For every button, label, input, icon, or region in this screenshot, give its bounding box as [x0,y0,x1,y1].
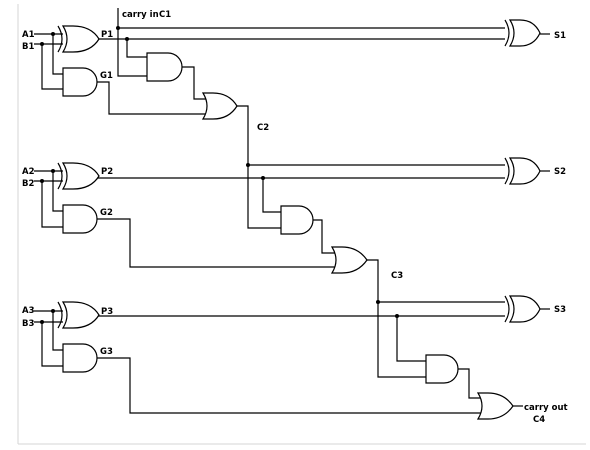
junction-dot [261,176,265,180]
label-b2: B2 [22,179,34,189]
junction-dot [395,314,399,318]
wire-b3-to-g3 [41,322,63,367]
wire-g3 [97,357,481,414]
junction-dot [40,320,44,324]
wire-a3-to-g3 [52,311,63,351]
xor-gate-p2 [57,162,100,190]
and-gate-c1-p1 [146,52,183,82]
label-g2: G2 [100,208,113,218]
xor-gate-s2 [504,157,541,185]
label-b1: B1 [22,42,34,52]
junctions [40,26,399,324]
wire-and1-out [182,66,206,100]
wire-and3-out [458,368,481,399]
label-b3: B3 [22,319,34,329]
wire-and2-out [313,219,335,254]
junction-dot [116,26,120,30]
junction-dot [246,163,250,167]
label-p3: P3 [101,307,113,317]
label-p2: P2 [101,167,113,177]
label-a3: A3 [22,306,35,316]
label-s1: S1 [554,31,566,41]
wire-carry-in [117,8,147,77]
label-c3: C3 [391,271,403,281]
and-gate-c2-p2 [280,205,314,235]
wire-b1-to-g1 [41,44,63,90]
label-p1: P1 [101,30,113,40]
wire-g1 [97,81,206,115]
label-s3: S3 [554,305,566,315]
junction-dot [125,37,129,41]
and-gate-g1 [62,67,98,97]
wire-g2 [97,218,335,268]
wire-p2-to-and2 [262,178,281,213]
junction-dot [51,32,55,36]
label-g1: G1 [100,71,113,81]
or-gate-c2 [201,92,238,120]
label-a2: A2 [22,167,35,177]
wire-p1-to-and1 [126,39,147,58]
wire-b2-to-g2 [41,181,63,228]
or-gate-c4 [476,392,514,420]
junction-dot [40,42,44,46]
label-c2: C2 [257,123,269,133]
label-c4: C4 [533,415,545,425]
wire-p3-to-and3 [396,316,426,362]
junction-dot [51,169,55,173]
junction-dot [376,300,380,304]
label-s2: S2 [554,167,566,177]
junction-dot [40,179,44,183]
label-a1: A1 [22,30,35,40]
or-gate-c3 [330,246,368,274]
label-g3: G3 [100,347,113,357]
label-carry-out: carry out [524,403,568,413]
xor-gate-s3 [504,295,541,323]
junction-dot [51,309,55,313]
label-c1: C1 [159,10,171,20]
xor-gate-p3 [57,301,100,329]
wire-a2-to-g2 [52,171,63,212]
and-gate-g2 [62,204,98,234]
label-carry-in: carry in [122,10,159,20]
and-gate-c3-p3 [425,354,459,384]
wire-a1-to-g1 [52,34,63,75]
xor-gate-p1 [57,25,100,53]
and-gate-g3 [62,343,98,373]
xor-gate-s1 [504,19,541,47]
wire-c3 [367,259,426,378]
